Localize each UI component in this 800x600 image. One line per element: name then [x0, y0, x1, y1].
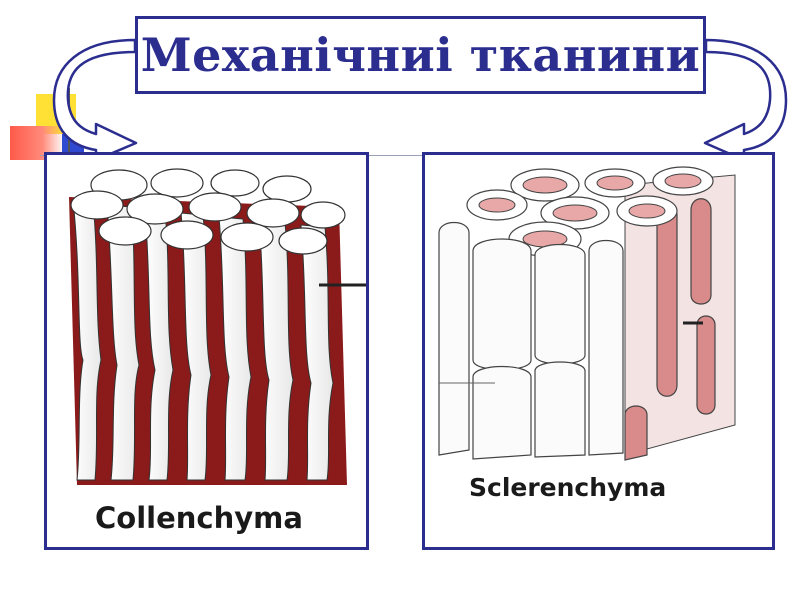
sclerenchyma-illustration	[438, 166, 736, 461]
decor-horizontal-line	[40, 155, 770, 156]
title-box: Механічниі тканини	[135, 16, 706, 94]
collenchyma-panel: Collenchyma	[44, 152, 369, 550]
collenchyma-illustration	[69, 168, 366, 485]
sclerenchyma-panel: Sclerenchyma	[422, 152, 775, 550]
right-curved-arrow-icon	[703, 38, 788, 162]
page-title: Механічниі тканини	[140, 28, 701, 82]
sclerenchyma-label: Sclerenchyma	[469, 473, 667, 502]
decor-vertical-line	[68, 88, 70, 160]
collenchyma-label: Collenchyma	[95, 501, 303, 535]
